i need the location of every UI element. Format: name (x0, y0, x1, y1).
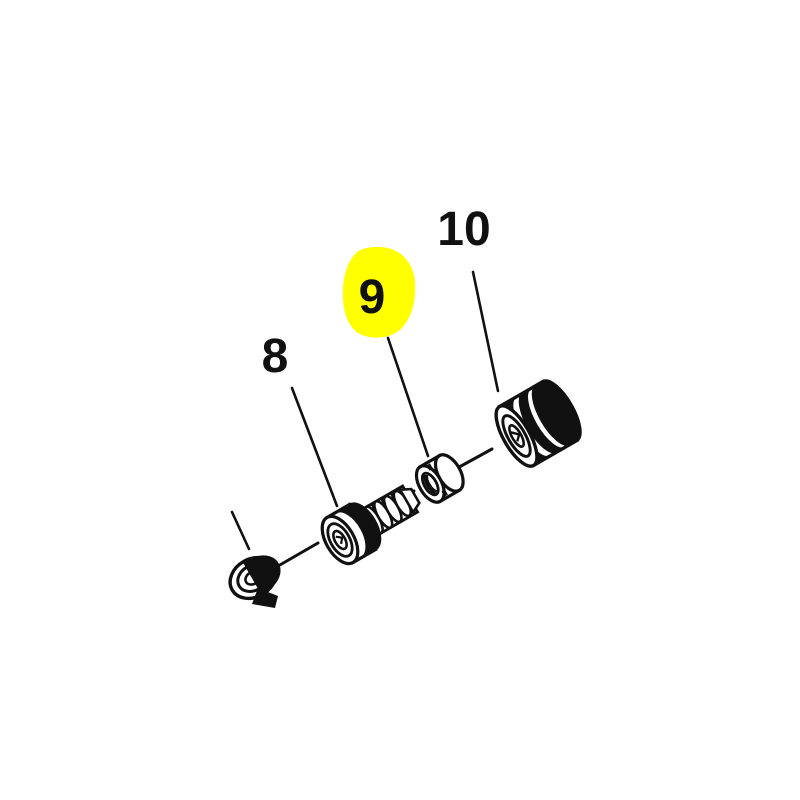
callout-label-10: 10 (437, 203, 490, 256)
leader-line-8 (290, 386, 339, 508)
leader-line-9 (386, 336, 430, 458)
callout-label-9: 9 (359, 271, 386, 324)
leader-lines (230, 270, 500, 551)
part-9-sealing-ring (414, 453, 465, 504)
leader-line-10 (471, 270, 500, 393)
callout-label-8: 8 (262, 330, 289, 383)
part-unlabeled-left (228, 555, 281, 608)
highlight-blob-callout-9 (342, 246, 416, 338)
part-10-ribbed-coupling (494, 379, 582, 468)
callout-labels: 8 9 10 (262, 203, 491, 383)
part-8-threaded-fitting (320, 484, 421, 566)
leader-line-unlabeled (230, 510, 251, 551)
